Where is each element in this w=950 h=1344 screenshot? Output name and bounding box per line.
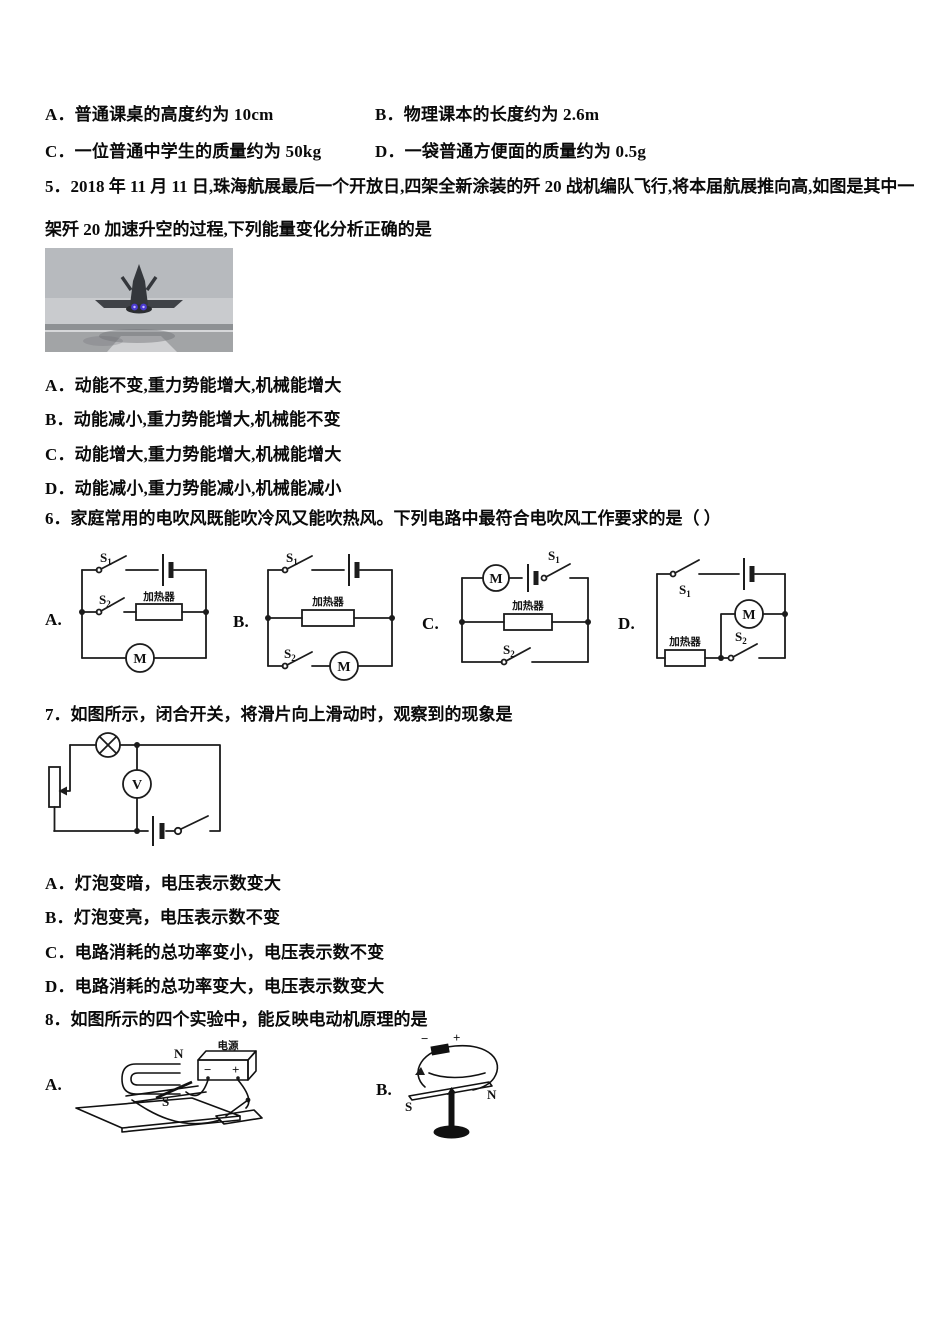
switch-s1-label: S1 — [679, 582, 691, 599]
circuit-diagram-b: S1 加热器 S2 M — [265, 550, 395, 681]
switch-s2-pivot — [727, 654, 735, 662]
lamp-icon — [95, 732, 121, 758]
q5-option-b: B．动能减小,重力势能增大,机械能不变 — [45, 410, 341, 429]
q7-option-d: D．电路消耗的总功率变大，电压表示数变大 — [45, 977, 385, 996]
wire — [237, 1079, 250, 1109]
svg-text:M: M — [489, 572, 502, 587]
q6-label-c: C. — [422, 614, 439, 633]
jet-silhouette — [95, 264, 183, 314]
switch-s1-pivot — [95, 566, 103, 574]
q7-text: 7．如图所示，闭合开关，将滑片向上滑动时，观察到的现象是 — [45, 705, 513, 724]
q7-option-b: B．灯泡变亮，电压表示数不变 — [45, 908, 281, 927]
heater-resistor — [503, 613, 553, 631]
svg-text:M: M — [133, 652, 146, 667]
q4-option-d: D．一袋普通方便面的质量约为 0.5g — [375, 142, 647, 161]
motor-icon — [329, 651, 359, 681]
svg-text:M: M — [337, 660, 350, 675]
battery-box: 电源 − + — [197, 1039, 257, 1081]
q5-option-a: A．动能不变,重力势能增大,机械能增大 — [45, 376, 342, 395]
horseshoe-magnet: N S — [121, 1046, 184, 1109]
q5-text-line2: 架歼 20 加速升空的过程,下列能量变化分析正确的是 — [45, 220, 432, 239]
q8-label-a: A. — [45, 1075, 62, 1094]
q6-label-a: A. — [45, 610, 62, 629]
voltmeter-label: V — [132, 778, 142, 793]
switch-s1-pivot — [281, 566, 289, 574]
minus-terminal: − — [421, 1031, 428, 1046]
heater-resistor — [664, 649, 706, 667]
switch-s2-pivot — [281, 662, 289, 670]
loop-battery — [430, 1043, 450, 1056]
switch-s1-pivot — [540, 574, 548, 582]
switch-s2-label: S2 — [284, 646, 296, 663]
needle-n-label: N — [487, 1087, 497, 1102]
svg-text:M: M — [742, 608, 755, 623]
current-loop: − + — [415, 1030, 499, 1091]
q5-text-line1: 5．2018 年 11 月 11 日,珠海航展最后一个开放日,四架全新涂装的歼 … — [45, 177, 915, 196]
base-board — [75, 1097, 241, 1129]
current-arrow-icon — [415, 1067, 425, 1075]
q7-option-a: A．灯泡变暗，电压表示数变大 — [45, 874, 282, 893]
slider-arrow-icon — [58, 786, 67, 796]
pivoted-magnet-needle: S N — [405, 1081, 497, 1114]
experiment-a-illustration: N S 电源 − + — [75, 1039, 263, 1133]
motor-icon — [482, 564, 510, 592]
minus-terminal: − — [204, 1062, 211, 1077]
stand — [433, 1087, 470, 1139]
switch-s1-label: S1 — [548, 548, 560, 565]
switch-s2-label: S2 — [503, 642, 515, 659]
plus-terminal: + — [453, 1030, 460, 1045]
rheostat-icon — [48, 744, 71, 832]
jet-photo — [45, 248, 233, 352]
magnet-n-label: N — [174, 1046, 184, 1061]
q6-label-d: D. — [618, 614, 635, 633]
heater-label: 加热器 — [142, 590, 175, 603]
switch-s2-pivot — [500, 658, 508, 666]
q8-text: 8．如图所示的四个实验中，能反映电动机原理的是 — [45, 1010, 428, 1029]
q4-option-c: C．一位普通中学生的质量约为 50kg — [45, 142, 322, 161]
battery-label: 电源 — [218, 1039, 239, 1052]
plus-terminal: + — [232, 1062, 239, 1077]
voltmeter-icon — [122, 769, 152, 799]
heater-label: 加热器 — [511, 599, 544, 612]
q5-option-c: C．动能增大,重力势能增大,机械能增大 — [45, 445, 342, 464]
jet-exhaust-smoke — [99, 329, 175, 343]
q4-option-b: B．物理课本的长度约为 2.6m — [375, 105, 600, 124]
switch-s1-label: S1 — [100, 550, 112, 567]
wire — [185, 1079, 209, 1097]
q6-label-b: B. — [233, 612, 249, 631]
switch-s2-label: S2 — [735, 629, 747, 646]
experiment-b-illustration: − + S N — [405, 1030, 499, 1139]
switch-pivot — [173, 826, 183, 836]
circuit-diagram-d: S1 M 加热器 S2 — [656, 558, 788, 667]
q7-option-c: C．电路消耗的总功率变小，电压表示数不变 — [45, 943, 385, 962]
heater-label: 加热器 — [668, 635, 701, 648]
circuit-diagram-c: M S1 加热器 S2 — [459, 548, 591, 666]
heater-resistor — [135, 603, 183, 621]
switch-s2-label: S2 — [99, 592, 111, 609]
rails — [125, 1085, 207, 1103]
magnet-s-label: S — [162, 1094, 169, 1109]
q5-option-d: D．动能减小,重力势能减小,机械能减小 — [45, 479, 342, 498]
heater-label: 加热器 — [311, 595, 344, 608]
conductor-rod — [155, 1080, 193, 1100]
q8-label-b: B. — [376, 1080, 392, 1099]
switch-s1-pivot — [669, 570, 677, 578]
needle-s-label: S — [405, 1099, 412, 1114]
heater-resistor — [301, 609, 355, 627]
q6-text: 6．家庭常用的电吹风既能吹冷风又能吹热风。下列电路中最符合电吹风工作要求的是（ … — [45, 509, 721, 528]
q4-option-a: A．普通课桌的高度约为 10cm — [45, 105, 274, 124]
motor-icon — [125, 643, 155, 673]
switch-s2-pivot — [95, 608, 103, 616]
switch-s1-label: S1 — [286, 550, 298, 567]
q7-circuit-diagram: V — [48, 732, 221, 846]
circuit-diagram-a: S1 S2 加热器 M — [79, 550, 209, 673]
wire — [131, 1099, 221, 1125]
